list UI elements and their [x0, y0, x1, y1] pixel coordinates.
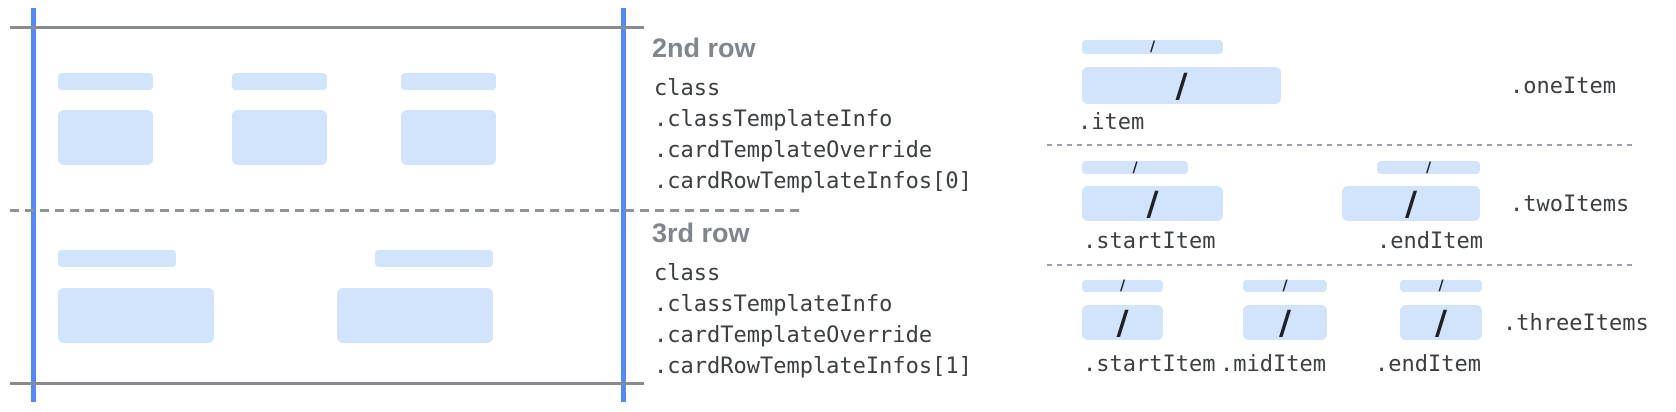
row2-col1-content-placeholder	[58, 110, 153, 165]
start-item-content-placeholder: /	[1082, 303, 1163, 342]
card-bottom-frame-line	[10, 382, 644, 385]
card-left-edge-guide	[31, 8, 36, 402]
two-items-variant-label: .twoItems	[1510, 192, 1630, 217]
third-row-code-block: class .classTemplateInfo .cardTemplateOv…	[654, 258, 972, 382]
one-item-label-placeholder: /	[1082, 39, 1223, 55]
start-item-label-placeholder: /	[1082, 278, 1163, 294]
row2-col2-label-placeholder	[232, 73, 327, 90]
code-line: class	[654, 76, 721, 101]
code-line: .cardRowTemplateInfos[0]	[654, 169, 972, 194]
row2-col3-label-placeholder	[401, 73, 496, 90]
slash-glyph: /	[1146, 184, 1159, 223]
mid-item-label-placeholder: /	[1243, 278, 1327, 294]
mid-item-content-placeholder: /	[1243, 303, 1327, 342]
slash-glyph: /	[1425, 159, 1432, 176]
code-line: .classTemplateInfo	[654, 292, 893, 317]
slash-glyph: /	[1434, 303, 1448, 342]
end-item-content-placeholder: /	[1342, 184, 1480, 223]
row2-col2-content-placeholder	[232, 110, 327, 165]
second-row-code-block: class .classTemplateInfo .cardTemplateOv…	[654, 73, 972, 197]
row3-col2-content-placeholder	[337, 288, 493, 343]
slash-glyph: /	[1278, 303, 1292, 342]
row2-col3-content-placeholder	[401, 110, 496, 165]
start-item-content-placeholder: /	[1082, 184, 1223, 223]
slash-glyph: /	[1132, 159, 1138, 176]
slash-glyph: /	[1119, 278, 1126, 294]
one-item-content-placeholder: /	[1082, 66, 1281, 105]
slash-glyph: /	[1438, 278, 1444, 294]
third-row-heading: 3rd row	[652, 218, 750, 248]
second-row-heading: 2nd row	[652, 33, 756, 63]
item-field-label: .item	[1078, 110, 1145, 135]
slash-glyph: /	[1149, 39, 1156, 55]
code-line: .cardTemplateOverride	[654, 138, 933, 163]
end-item-field-label: .endItem	[1375, 352, 1481, 377]
slash-glyph: /	[1175, 66, 1188, 105]
start-item-field-label: .startItem	[1083, 229, 1216, 254]
card-right-edge-guide	[621, 8, 626, 402]
start-item-field-label: .startItem	[1083, 352, 1216, 377]
row3-col1-label-placeholder	[58, 250, 176, 267]
one-item-variant-label: .oneItem	[1510, 74, 1616, 99]
code-line: .cardRowTemplateInfos[1]	[654, 354, 972, 379]
code-line: class	[654, 261, 721, 286]
row3-col1-content-placeholder	[58, 288, 214, 343]
row3-col2-label-placeholder	[375, 250, 493, 267]
start-item-label-placeholder: /	[1082, 159, 1188, 176]
slash-glyph: /	[1404, 184, 1418, 223]
end-item-label-placeholder: /	[1400, 278, 1482, 294]
end-item-label-placeholder: /	[1377, 159, 1480, 176]
variant-divider-dashed	[1047, 264, 1632, 266]
card-row-divider-dashed	[10, 209, 803, 212]
code-line: .cardTemplateOverride	[654, 323, 933, 348]
mid-item-field-label: .midItem	[1220, 352, 1326, 377]
end-item-content-placeholder: /	[1400, 303, 1482, 342]
code-line: .classTemplateInfo	[654, 107, 893, 132]
end-item-field-label: .endItem	[1377, 229, 1483, 254]
slash-glyph: /	[1116, 303, 1129, 342]
three-items-variant-label: .threeItems	[1503, 311, 1649, 336]
row2-col1-label-placeholder	[58, 73, 153, 90]
slash-glyph: /	[1282, 278, 1288, 294]
card-top-frame-line	[10, 26, 644, 29]
variant-divider-dashed	[1047, 144, 1632, 146]
